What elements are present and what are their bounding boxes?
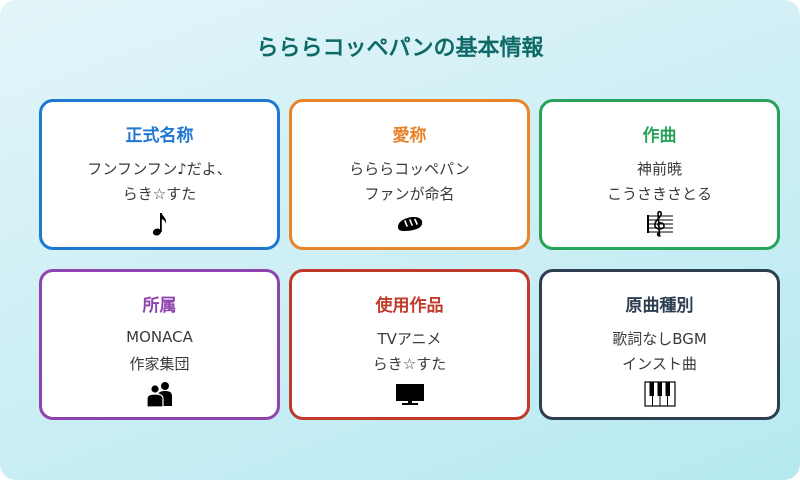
card-line: TVアニメ xyxy=(377,330,442,348)
music-note-icon xyxy=(143,210,177,238)
card-line: 歌詞なしBGM xyxy=(612,330,707,348)
card-line: 神前暁 xyxy=(636,160,682,178)
tv-icon xyxy=(393,380,427,408)
card-title: 正式名称 xyxy=(125,126,194,146)
card-line: らららコッペパン xyxy=(349,160,470,178)
card-title: 愛称 xyxy=(392,126,427,146)
bread-icon xyxy=(393,210,427,238)
card-line: ファンが命名 xyxy=(364,185,455,203)
people-icon xyxy=(143,380,177,408)
card-title: 所属 xyxy=(142,296,177,316)
card-used-in: 使用作品 TVアニメ らき☆すた xyxy=(289,269,530,420)
treble-clef-icon xyxy=(643,210,677,238)
card-title: 使用作品 xyxy=(375,296,444,316)
card-line: インスト曲 xyxy=(622,355,697,373)
card-original-type: 原曲種別 歌詞なしBGM インスト曲 xyxy=(539,269,780,420)
card-title: 原曲種別 xyxy=(625,296,694,316)
piano-keys-icon xyxy=(643,380,677,408)
page-title: らららコッペパンの基本情報 xyxy=(256,36,544,61)
card-line: こうさきさとる xyxy=(606,185,712,203)
card-line: らき☆すた xyxy=(122,185,197,203)
card-line: MONACA xyxy=(126,328,193,346)
card-title: 作曲 xyxy=(642,126,677,146)
card-nickname: 愛称 らららコッペパン ファンが命名 xyxy=(289,99,530,250)
card-line: 作家集団 xyxy=(129,355,190,373)
card-line: フンフンフン♪だよ、 xyxy=(87,160,232,178)
card-official-name: 正式名称 フンフンフン♪だよ、 らき☆すた xyxy=(39,99,280,250)
card-affiliation: 所属 MONACA 作家集団 xyxy=(39,269,280,420)
card-composer: 作曲 神前暁 こうさきさとる xyxy=(539,99,780,250)
card-line: らき☆すた xyxy=(372,355,447,373)
